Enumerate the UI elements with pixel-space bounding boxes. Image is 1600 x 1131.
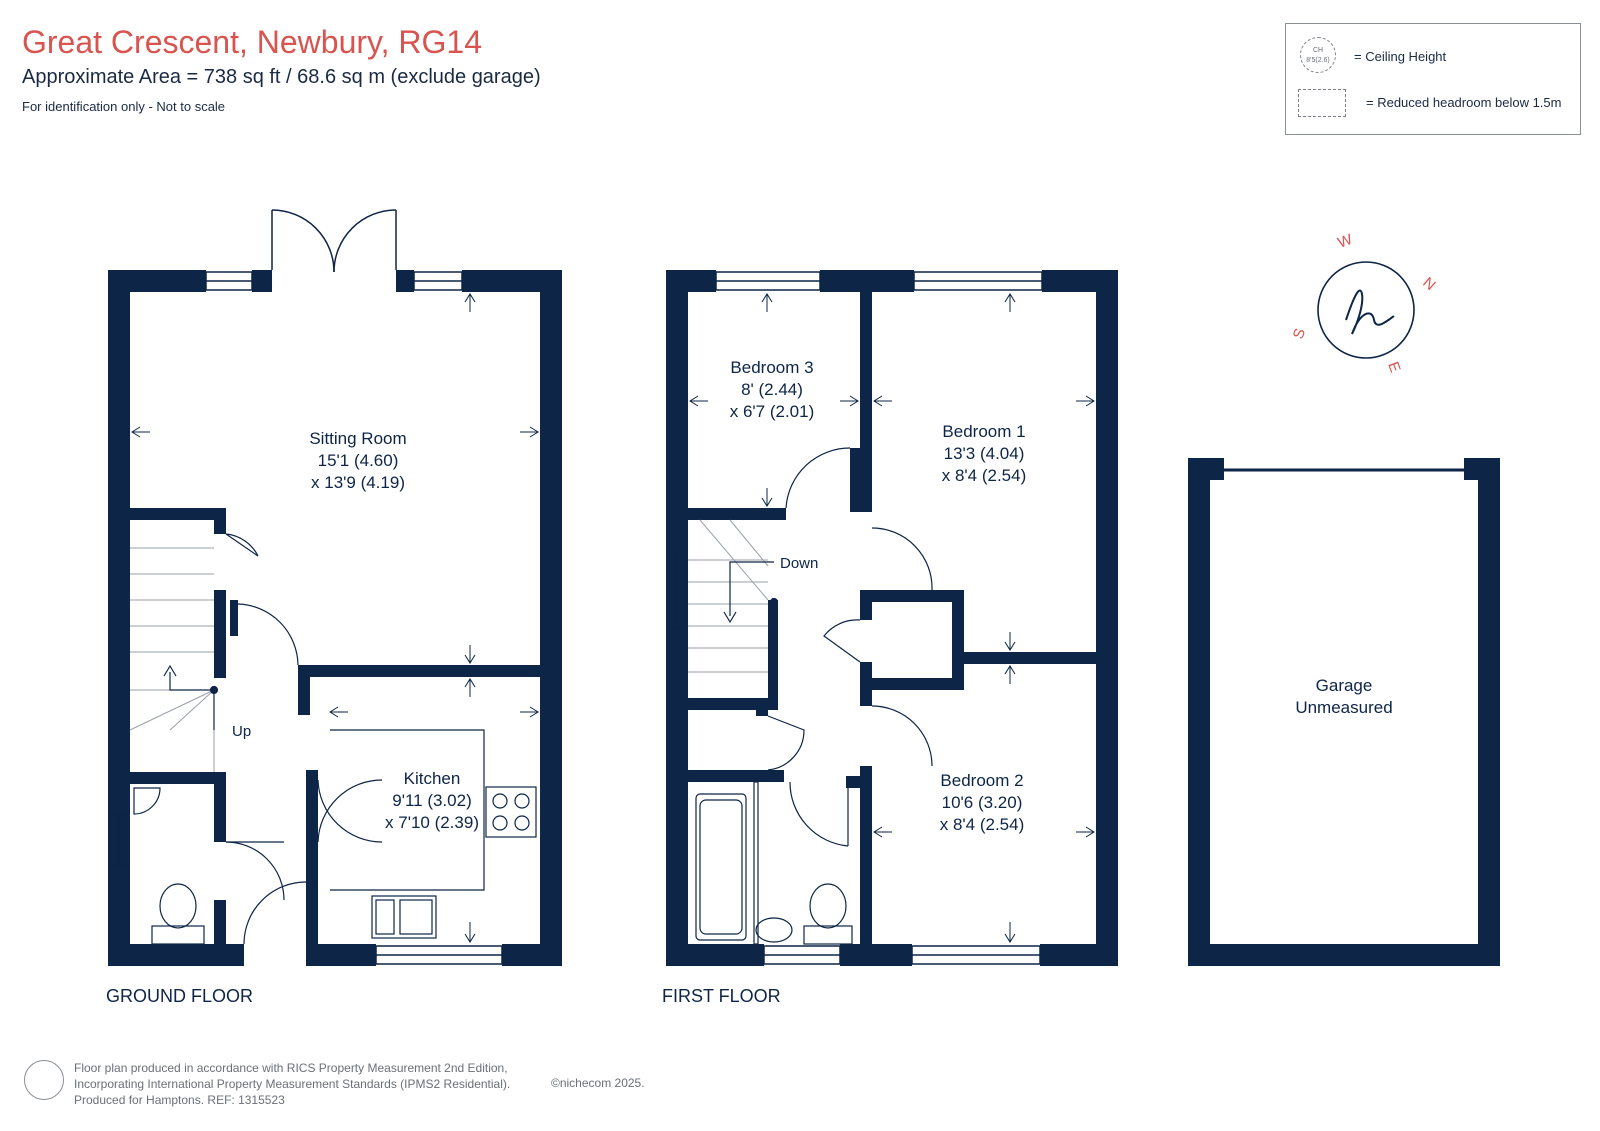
kitchen-name: Kitchen	[404, 769, 461, 788]
bedroom1-name: Bedroom 1	[942, 422, 1025, 441]
bedroom2-name: Bedroom 2	[940, 771, 1023, 790]
ground-floor-stairs	[129, 547, 215, 772]
garage-name: Garage	[1316, 676, 1373, 695]
kitchen-dim1: 9'11 (3.02)	[392, 791, 471, 810]
page-title: Great Crescent, Newbury, RG14	[22, 24, 483, 60]
bedroom1-dim1: 13'3 (4.04)	[944, 444, 1025, 463]
sitting-room-dim1: 15'1 (4.60)	[318, 451, 399, 470]
ceiling-height-label: = Ceiling Height	[1354, 49, 1447, 64]
compass-icon: W N S E	[1290, 231, 1439, 375]
bathroom-fittings	[695, 781, 853, 945]
scale-note: For identification only - Not to scale	[22, 99, 226, 114]
bedroom2-dim2: x 8'4 (2.54)	[940, 815, 1025, 834]
footer-copyright: ©nichecom 2025.	[551, 1076, 645, 1090]
info-person-icon	[24, 1060, 64, 1100]
compass-s: S	[1290, 326, 1309, 341]
reduced-headroom-label: = Reduced headroom below 1.5m	[1366, 95, 1562, 110]
bedroom3-dim2: x 6'7 (2.01)	[730, 402, 815, 421]
first-floor-windows	[667, 271, 1043, 965]
bedroom3-dim1: 8' (2.44)	[741, 380, 803, 399]
compass-e: E	[1384, 360, 1403, 375]
wc-fittings	[133, 787, 205, 945]
bedroom2-dim1: 10'6 (3.20)	[942, 793, 1023, 812]
footer-text: Floor plan produced in accordance with R…	[74, 1060, 510, 1108]
ceiling-height-icon: CH 8'5(2.6)	[1300, 37, 1336, 73]
kitchen-fittings	[330, 729, 537, 939]
garage-plan	[1188, 458, 1500, 966]
area-subtitle: Approximate Area = 738 sq ft / 68.6 sq m…	[22, 66, 541, 88]
sitting-room-dim2: x 13'9 (4.19)	[311, 473, 405, 492]
dimension-markers	[131, 293, 1095, 943]
stairs-up-label: Up	[232, 723, 251, 740]
first-floor-stairs-arrow	[723, 561, 779, 624]
footer-line1: Floor plan produced in accordance with R…	[74, 1061, 508, 1075]
kitchen-dim2: x 7'10 (2.39)	[385, 813, 479, 832]
reduced-headroom-icon	[1298, 89, 1346, 117]
ground-floor-label: GROUND FLOOR	[106, 986, 254, 1006]
first-floor-label: FIRST FLOOR	[662, 986, 781, 1006]
sitting-room-name: Sitting Room	[309, 429, 406, 448]
first-floor-doors	[767, 447, 933, 847]
bedroom1-dim2: x 8'4 (2.54)	[942, 466, 1027, 485]
bedroom3-name: Bedroom 3	[730, 358, 813, 377]
footer-line3: Produced for Hamptons. REF: 1315523	[74, 1093, 285, 1107]
garage-dim1: Unmeasured	[1295, 698, 1392, 717]
stairs-down-label: Down	[780, 555, 818, 572]
footer-line2: Incorporating International Property Mea…	[74, 1077, 511, 1091]
compass-w: W	[1336, 231, 1356, 252]
ground-floor-doors	[225, 533, 383, 945]
first-floor-plan	[666, 270, 1118, 966]
first-floor-stairs	[688, 519, 769, 673]
legend-box: CH 8'5(2.6) = Ceiling Height = Reduced h…	[1285, 23, 1581, 135]
ground-floor-stairs-arrow	[163, 664, 219, 730]
ground-floor-windows	[109, 209, 503, 965]
compass-n: N	[1419, 274, 1438, 294]
ground-floor-plan	[108, 270, 562, 966]
